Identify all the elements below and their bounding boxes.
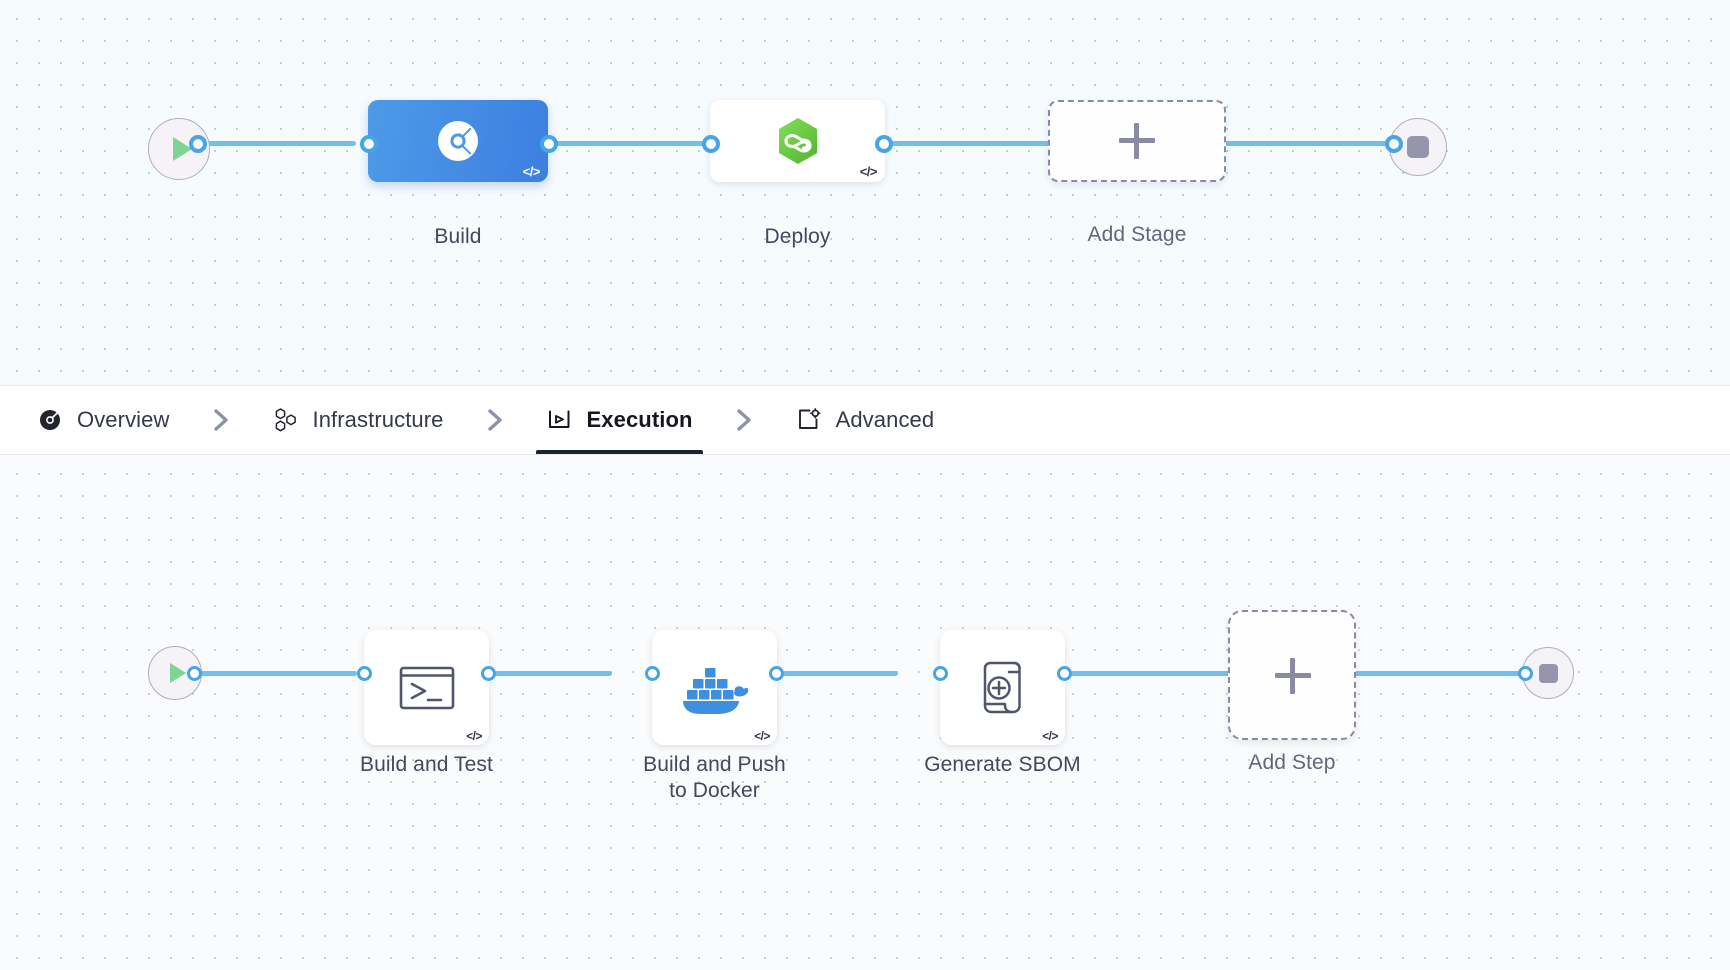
port-step2-out[interactable] bbox=[769, 666, 784, 682]
port-step1-out[interactable] bbox=[481, 666, 496, 682]
tab-label: Infrastructure bbox=[312, 407, 444, 433]
stop-icon bbox=[1538, 663, 1558, 683]
overview-ci-icon bbox=[36, 406, 64, 434]
execution-canvas[interactable]: </> Build and Test bbox=[0, 455, 1730, 970]
rail-deploy-to-addstage bbox=[875, 141, 1060, 146]
step-label-build-and-test: Build and Test bbox=[360, 753, 493, 777]
add-stage-button[interactable] bbox=[1048, 100, 1226, 182]
code-badge-icon[interactable]: </> bbox=[522, 164, 541, 179]
terminal-icon bbox=[399, 666, 454, 709]
stop-icon bbox=[1407, 136, 1429, 158]
port-start-out[interactable] bbox=[189, 135, 207, 153]
pipeline-end-node[interactable] bbox=[1389, 118, 1447, 176]
rail-step3-to-addstep bbox=[1060, 671, 1230, 676]
docker-whale-icon bbox=[682, 667, 748, 714]
plus-icon bbox=[1119, 123, 1155, 159]
rail-build-to-deploy bbox=[540, 141, 715, 146]
stage-node-build[interactable]: </> bbox=[368, 100, 548, 182]
tab-execution[interactable]: Execution bbox=[535, 386, 703, 455]
tab-infrastructure[interactable]: Infrastructure bbox=[264, 386, 452, 454]
tab-advanced[interactable]: Advanced bbox=[787, 386, 943, 454]
port-step1-in[interactable] bbox=[357, 666, 372, 682]
plus-icon bbox=[1275, 658, 1311, 695]
port-step3-out[interactable] bbox=[1057, 666, 1072, 682]
chevron-right-icon bbox=[178, 386, 264, 454]
port-deploy-in[interactable] bbox=[702, 135, 720, 153]
port-step2-in[interactable] bbox=[645, 666, 660, 682]
port-end-in[interactable] bbox=[1385, 135, 1403, 153]
chevron-right-icon bbox=[452, 386, 538, 454]
rail-start-to-step1 bbox=[192, 671, 357, 676]
step-node-build-and-push-to-docker[interactable]: </> bbox=[652, 630, 777, 746]
code-badge-icon[interactable]: </> bbox=[754, 729, 770, 744]
harness-cd-hexagon-icon bbox=[778, 118, 817, 164]
rail-addstage-to-end bbox=[1219, 141, 1394, 146]
stage-config-tabs: Overview Infrastructure bbox=[0, 385, 1730, 456]
stage-label-deploy: Deploy bbox=[764, 225, 831, 248]
port-exec-start-out[interactable] bbox=[187, 666, 202, 682]
step-node-generate-sbom[interactable]: </> bbox=[940, 630, 1065, 746]
tab-label: Advanced bbox=[835, 407, 935, 433]
rail-step1-to-step2 bbox=[487, 671, 612, 676]
harness-ci-icon bbox=[438, 121, 478, 161]
stage-pipeline: </> Build bbox=[0, 0, 1730, 385]
add-stage-label: Add Stage bbox=[1087, 223, 1187, 246]
stage-node-deploy[interactable]: </> bbox=[710, 100, 885, 182]
box-gear-icon bbox=[795, 406, 823, 434]
port-build-out[interactable] bbox=[540, 135, 558, 153]
port-deploy-out[interactable] bbox=[875, 135, 893, 153]
add-step-label: Add Step bbox=[1248, 751, 1336, 775]
code-badge-icon[interactable]: </> bbox=[859, 164, 878, 179]
stage-canvas[interactable]: </> Build bbox=[0, 0, 1730, 386]
play-icon bbox=[169, 663, 186, 684]
tab-overview[interactable]: Overview bbox=[28, 386, 178, 454]
port-build-in[interactable] bbox=[360, 135, 378, 153]
code-badge-icon[interactable]: </> bbox=[466, 729, 482, 744]
chevron-right-icon bbox=[701, 386, 787, 454]
play-icon bbox=[172, 137, 192, 161]
step-label-generate-sbom: Generate SBOM bbox=[924, 753, 1081, 777]
tab-label: Execution bbox=[586, 407, 693, 433]
hexagon-cluster-icon bbox=[272, 406, 300, 434]
play-in-box-icon bbox=[546, 406, 574, 434]
step-pipeline: </> Build and Test bbox=[0, 455, 1730, 970]
stage-label-build: Build bbox=[434, 225, 482, 248]
rail-addstep-to-end bbox=[1354, 671, 1524, 676]
step-label-build-and-push-to-docker: Build and Push to Docker bbox=[643, 753, 786, 802]
scroll-plus-icon bbox=[983, 661, 1021, 713]
rail-step2-to-step3 bbox=[770, 671, 898, 676]
port-exec-end-in[interactable] bbox=[1518, 666, 1533, 682]
code-badge-icon[interactable]: </> bbox=[1042, 729, 1058, 744]
rail-start-to-build bbox=[196, 141, 356, 146]
tab-label: Overview bbox=[77, 407, 170, 433]
step-node-build-and-test[interactable]: </> bbox=[364, 630, 489, 746]
port-step3-in[interactable] bbox=[933, 666, 948, 682]
add-step-button[interactable] bbox=[1228, 610, 1356, 741]
